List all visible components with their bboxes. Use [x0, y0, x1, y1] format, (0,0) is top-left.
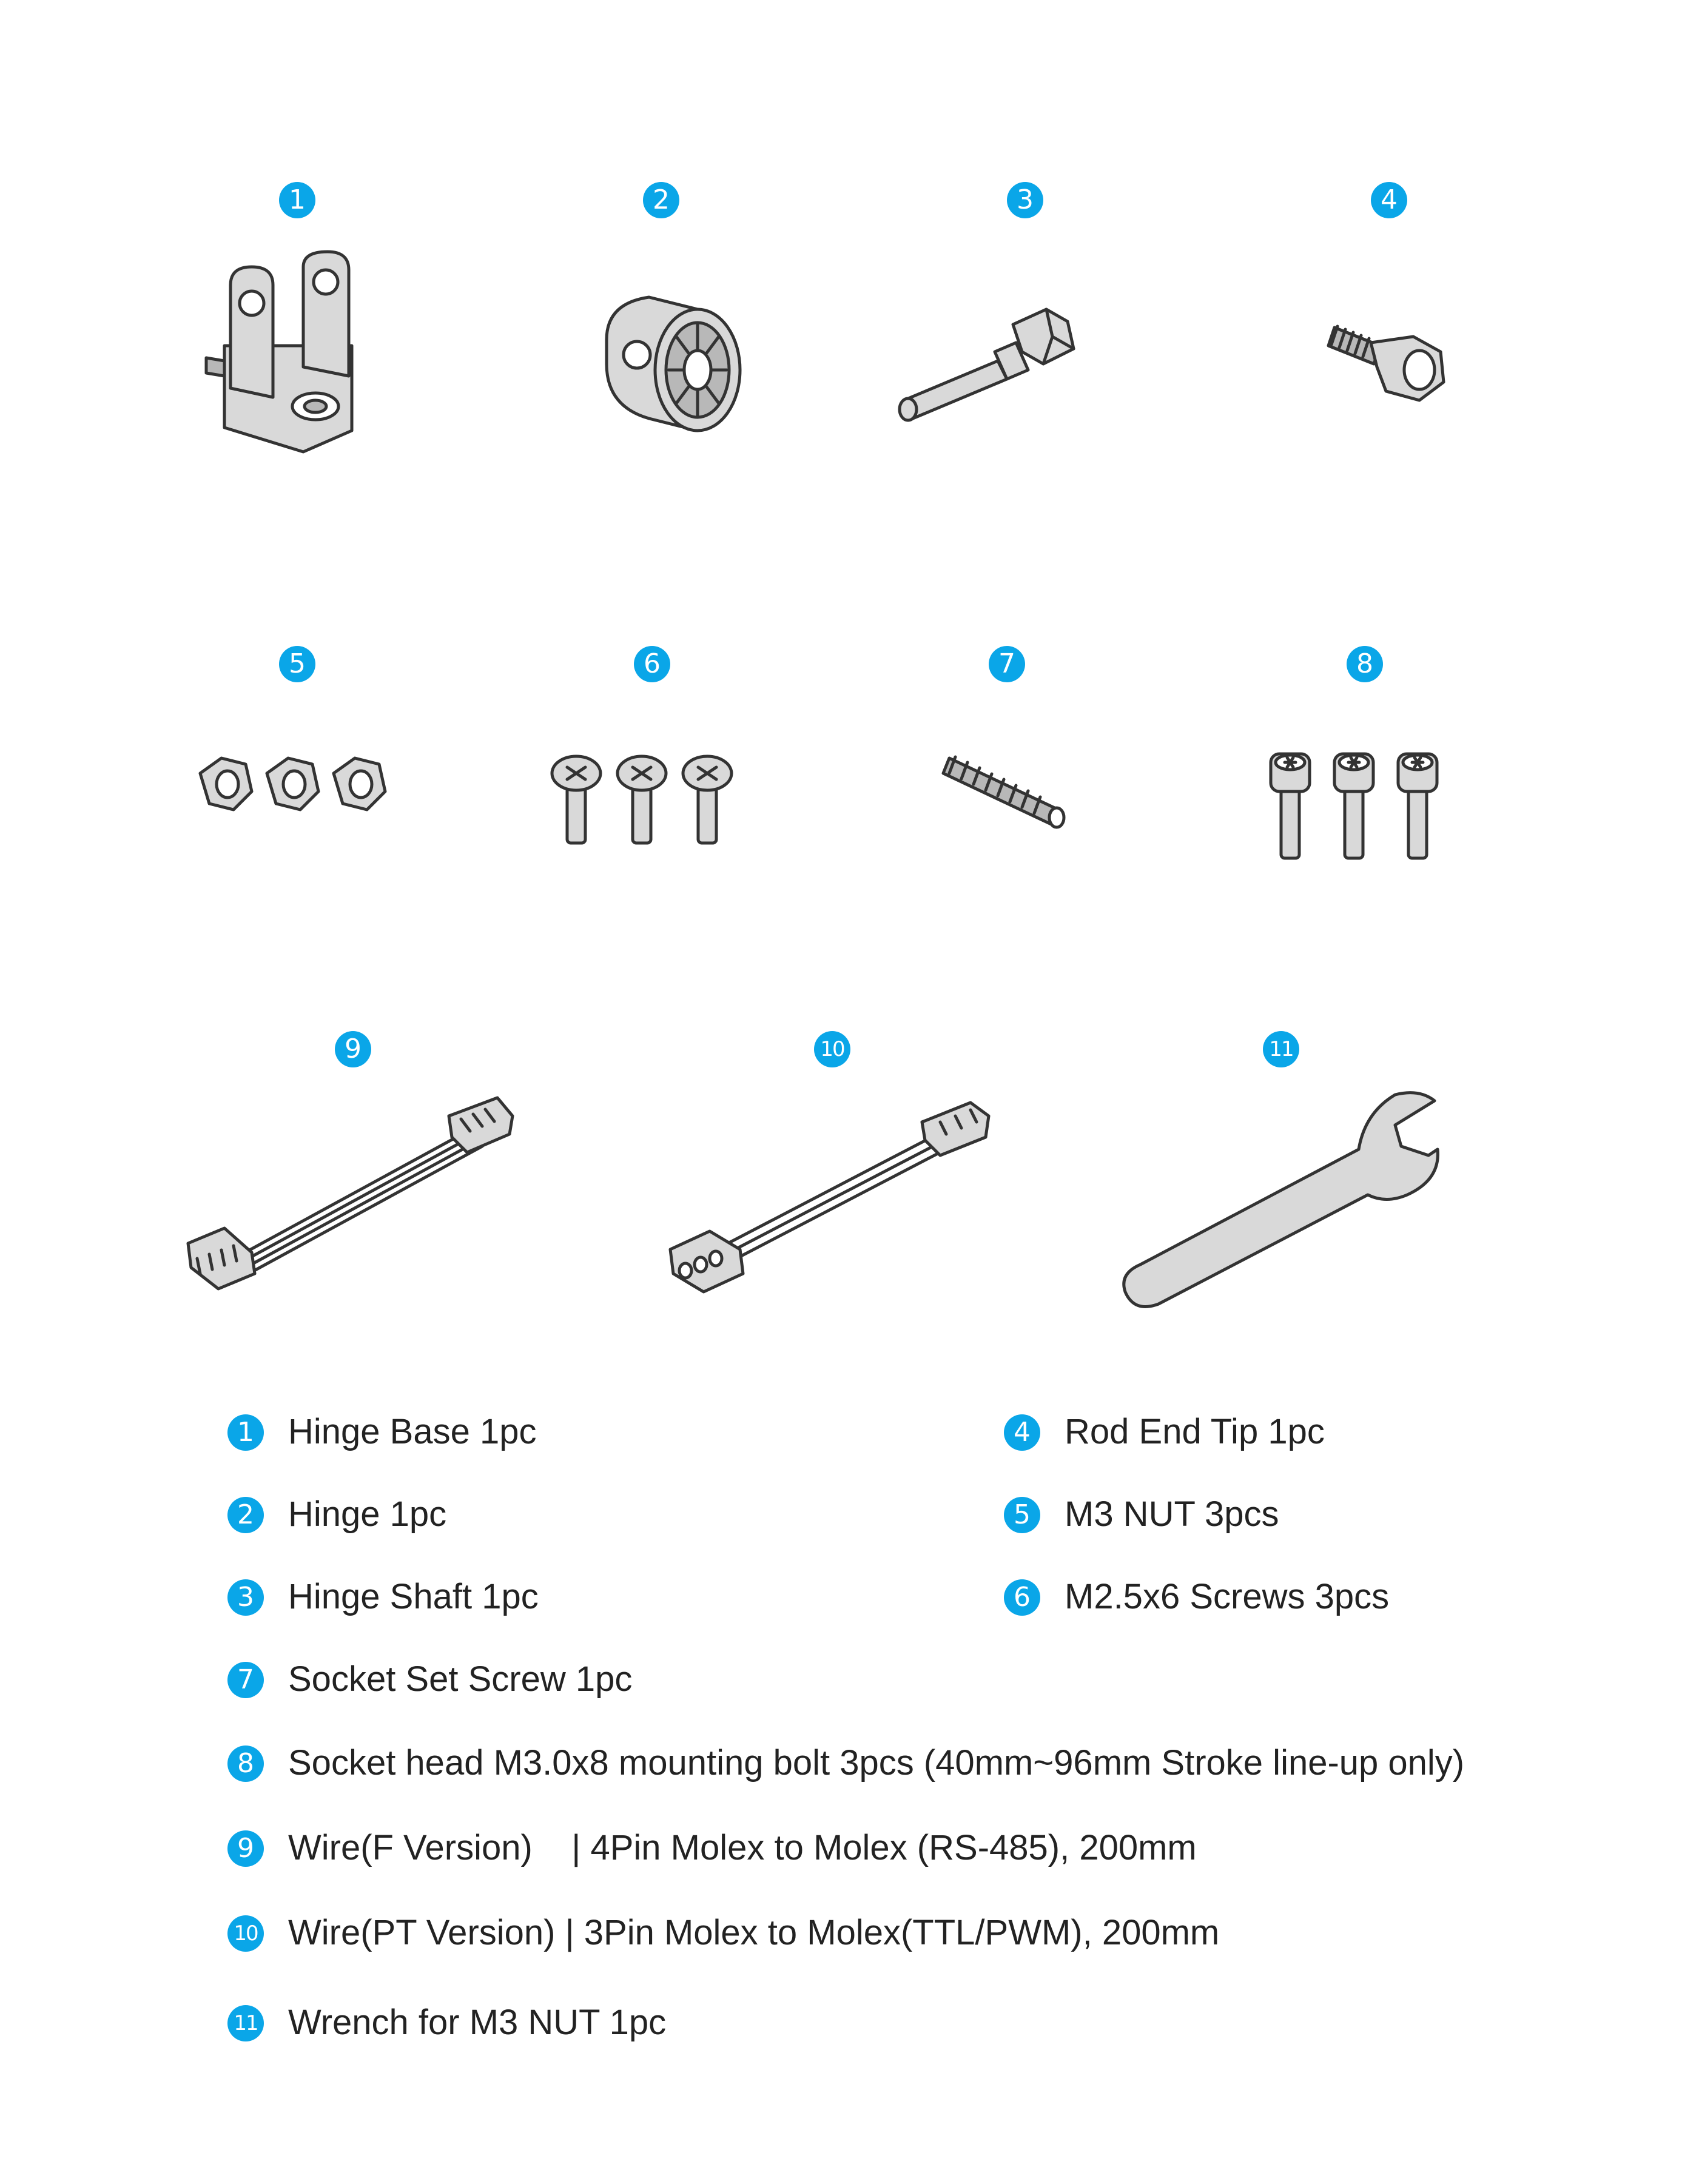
rod-end-tip-icon [1327, 324, 1445, 402]
legend-number-badge: 3 [227, 1579, 264, 1616]
part-number-badge: 9 [335, 1031, 371, 1067]
part-number-badge: 7 [989, 646, 1025, 682]
wire-3pin-icon [668, 1101, 991, 1294]
legend-text: Hinge 1pc [288, 1494, 447, 1534]
legend-number-badge: 5 [1004, 1497, 1040, 1533]
legend-text: M2.5x6 Screws 3pcs [1065, 1577, 1390, 1616]
part-2: 2 [491, 182, 831, 485]
legend-item-11: 11 Wrench for M3 NUT 1pc [227, 2001, 1623, 2044]
legend-number-badge: 6 [1004, 1579, 1040, 1616]
part-7: 7 [837, 646, 1177, 889]
part-6: 6 [482, 646, 822, 889]
part-9: 9 [182, 1031, 558, 1334]
legend-text: Hinge Shaft 1pc [288, 1577, 539, 1616]
part-5: 5 [127, 646, 467, 889]
legend-text: Wire(F Version) | 4Pin Molex to Molex (R… [288, 1828, 1197, 1867]
part-4: 4 [1219, 182, 1559, 485]
part-number-badge: 6 [634, 646, 670, 682]
legend-number-badge: 2 [227, 1497, 264, 1533]
legend-text: Wire(PT Version) | 3Pin Molex to Molex(T… [288, 1913, 1220, 1952]
legend-text: Rod End Tip 1pc [1065, 1412, 1325, 1451]
nut-icon [198, 756, 387, 811]
legend-number-badge: 8 [227, 1746, 264, 1782]
wrench-icon [1122, 1091, 1439, 1308]
legend-number-badge: 4 [1004, 1414, 1040, 1451]
legend-item-10: 10 Wire(PT Version) | 3Pin Molex to Mole… [227, 1912, 1623, 1954]
set-screw-icon [941, 755, 1066, 829]
legend-number-badge: 9 [227, 1830, 264, 1867]
part-number-badge: 11 [1263, 1031, 1299, 1067]
legend-number-badge: 10 [227, 1915, 264, 1952]
hinge-base-icon [204, 250, 354, 454]
legend-item-5: 5 M3 NUT 3pcs [1004, 1493, 1610, 1536]
legend-number-badge: 7 [227, 1662, 264, 1698]
hinge-icon [605, 295, 742, 432]
part-1: 1 [127, 182, 467, 485]
part-10: 10 [661, 1031, 1037, 1334]
part-number-badge: 3 [1007, 182, 1043, 218]
socket-head-bolt-icon [1269, 752, 1439, 860]
legend-item-4: 4 Rod End Tip 1pc [1004, 1411, 1610, 1453]
part-8: 8 [1195, 646, 1535, 889]
part-11: 11 [1110, 1031, 1486, 1334]
legend-text: M3 NUT 3pcs [1065, 1494, 1279, 1534]
legend-text: Wrench for M3 NUT 1pc [288, 2003, 667, 2042]
hinge-shaft-icon [898, 307, 1075, 422]
legend-item-8: 8 Socket head M3.0x8 mounting bolt 3pcs … [227, 1742, 1671, 1784]
legend-item-1: 1 Hinge Base 1pc [227, 1411, 955, 1453]
part-number-badge: 4 [1371, 182, 1407, 218]
part-number-badge: 5 [279, 646, 315, 682]
legend-item-3: 3 Hinge Shaft 1pc [227, 1576, 955, 1618]
wire-4pin-icon [186, 1096, 514, 1291]
legend-number-badge: 1 [227, 1414, 264, 1451]
part-number-badge: 1 [279, 182, 315, 218]
part-number-badge: 10 [814, 1031, 850, 1067]
phillips-screw-icon [550, 754, 733, 845]
legend-item-7: 7 Socket Set Screw 1pc [227, 1658, 1623, 1701]
legend-item-2: 2 Hinge 1pc [227, 1493, 955, 1536]
legend-item-9: 9 Wire(F Version) | 4Pin Molex to Molex … [227, 1827, 1623, 1869]
legend-text: Socket Set Screw 1pc [288, 1659, 633, 1699]
legend-text: Hinge Base 1pc [288, 1412, 537, 1451]
legend-number-badge: 11 [227, 2005, 264, 2041]
part-3: 3 [855, 182, 1195, 485]
part-number-badge: 2 [643, 182, 679, 218]
legend-text: Socket head M3.0x8 mounting bolt 3pcs (4… [288, 1743, 1465, 1782]
legend-item-6: 6 M2.5x6 Screws 3pcs [1004, 1576, 1610, 1618]
part-number-badge: 8 [1347, 646, 1383, 682]
